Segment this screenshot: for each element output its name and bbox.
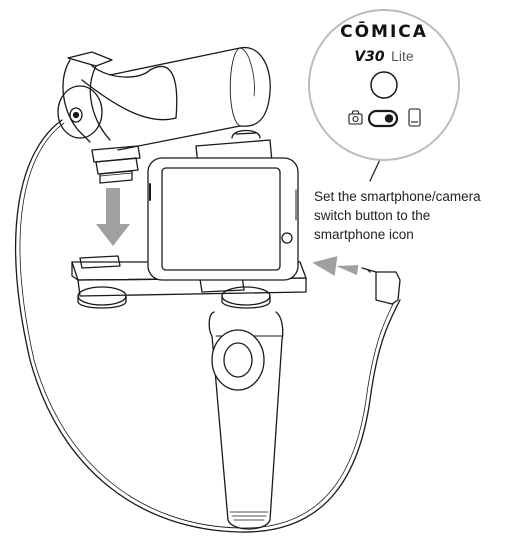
- power-button: [370, 71, 398, 99]
- audio-jack: [361, 267, 401, 305]
- smartphone: [147, 157, 299, 281]
- caption-line-1: Set the smartphone/camera: [314, 189, 481, 204]
- microphone: [57, 47, 271, 184]
- bracket: [71, 255, 307, 309]
- brand-logo: CŌMICA: [340, 20, 428, 42]
- caption-line-3: smartphone icon: [314, 227, 414, 242]
- caption-line-2: switch button to the: [314, 208, 431, 223]
- arrow-down-icon: [96, 188, 130, 246]
- grip-handle: [208, 311, 284, 530]
- audio-cable: [15, 119, 401, 533]
- camera-icon: [348, 110, 363, 125]
- instruction-caption: Set the smartphone/camera switch button …: [314, 187, 514, 244]
- arrow-left-icon: [312, 256, 359, 276]
- switch-icon: [367, 109, 399, 128]
- model-label: V30 Lite: [354, 48, 414, 65]
- device-inset: CŌMICA V30 Lite: [308, 9, 460, 161]
- smartphone-icon: [408, 108, 421, 127]
